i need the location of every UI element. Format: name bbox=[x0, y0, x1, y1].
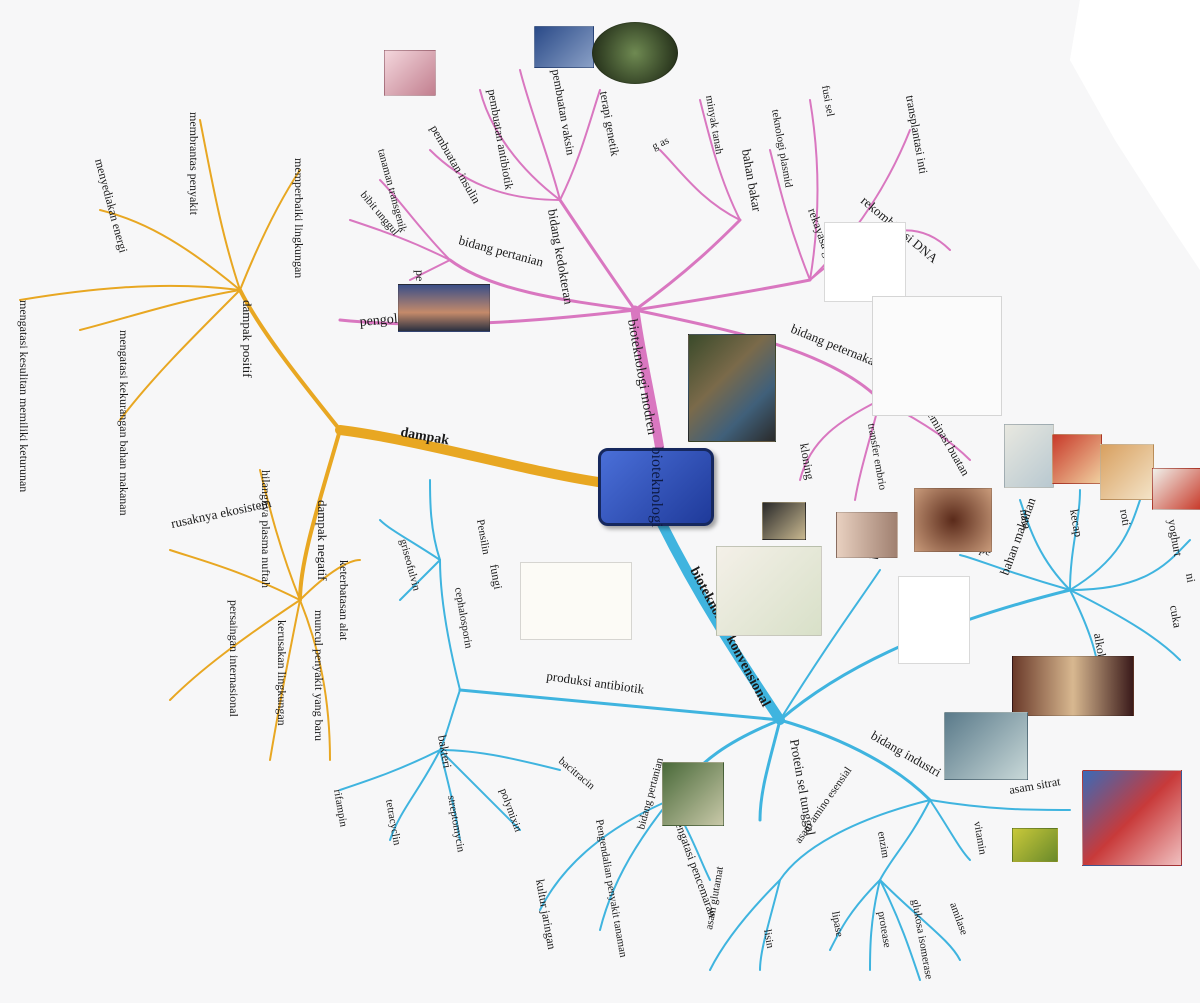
label-bakteri: bakteri bbox=[435, 734, 455, 770]
photo-food-4 bbox=[1152, 468, 1200, 510]
photo-food-2 bbox=[1052, 434, 1102, 484]
photo-industry-lab bbox=[944, 712, 1028, 780]
photo-food-3 bbox=[1100, 444, 1154, 500]
photo-food-1 bbox=[1004, 424, 1054, 488]
photo-embryo-transfer bbox=[836, 512, 898, 558]
label-peternakan-2: kloning bbox=[797, 442, 817, 481]
label-enzim-3: lipase bbox=[829, 910, 845, 937]
label-makanan-5: cuka bbox=[1167, 604, 1185, 629]
label-makanan-3: yoghurt bbox=[1165, 518, 1185, 558]
label-industri-2: enzim bbox=[875, 830, 892, 859]
photo-dna-diagram bbox=[824, 222, 906, 302]
label-makanan-1: kecap bbox=[1067, 508, 1086, 538]
label-peternakan-1: transfer embrio bbox=[865, 422, 889, 491]
photo-cells bbox=[592, 22, 678, 84]
label-bakteri-0: bacitracin bbox=[556, 755, 597, 792]
label-fungi-0: Pensilin bbox=[474, 518, 492, 555]
label-makanan-7: ni bbox=[1183, 572, 1199, 584]
label-bahan-bakar-1: g as bbox=[650, 134, 671, 152]
label-bidang-peternakan: bidang peternakan bbox=[789, 321, 884, 371]
photo-alcohol-products bbox=[1012, 656, 1134, 716]
center-node-bioteknologi: bioteknologi bbox=[598, 446, 714, 528]
label-positif-0: memperbaiki lingkungan bbox=[292, 158, 306, 278]
label-positif-4: mengatasi kesulitan memiliki keturunan bbox=[17, 300, 31, 492]
label-negatif-5: rusaknya ekosistem bbox=[170, 495, 273, 531]
branch-dampak bbox=[19, 119, 603, 761]
label-bakteri-4: rifampin bbox=[331, 788, 349, 828]
photo-plants-tissue bbox=[662, 762, 724, 826]
label-industri-1: vitamin bbox=[971, 820, 989, 856]
photo-vitamin bbox=[1012, 828, 1058, 862]
label-dampak-positif: dampak positif bbox=[240, 300, 255, 378]
label-fungi: fungi bbox=[487, 563, 505, 591]
photo-cattle bbox=[688, 334, 776, 442]
label-enzim-1: glukosa isomerase bbox=[909, 898, 935, 980]
label-rekombinasi-0: teknologi plasmid bbox=[769, 108, 795, 189]
label-negatif-1: keterbatasan alat bbox=[337, 560, 351, 641]
label-positif-3: mengatasi kekurangan bahan makanan bbox=[117, 330, 131, 516]
label-kedokteran-2: pembuatan antibiotik bbox=[485, 88, 516, 191]
label-rekombinasi-1: fusi sel bbox=[819, 84, 836, 117]
label-negatif-0: hilangnya plasma nuftah bbox=[259, 470, 273, 588]
photo-crop-field bbox=[398, 284, 490, 332]
label-fungi-2: cephalosporin bbox=[452, 586, 475, 649]
label-modern: bioteknologi modren bbox=[624, 318, 659, 436]
label-bidang-industri: bidang industri bbox=[869, 728, 945, 780]
label-kedokteran-1: pembuatan vaksin bbox=[549, 68, 578, 156]
photo-syringe bbox=[534, 26, 594, 68]
label-enzim-2: protease bbox=[875, 910, 893, 948]
photo-insemination-diagram bbox=[872, 296, 1002, 416]
label-kedokteran-0: terapi genetik bbox=[597, 90, 622, 157]
center-label: bioteknologi bbox=[648, 446, 665, 528]
photo-vaccine bbox=[384, 50, 436, 96]
photo-citric-acid bbox=[1082, 770, 1182, 866]
label-makanan-0: nata bbox=[1017, 508, 1034, 531]
label-bakteri-3: tetracyclin bbox=[383, 798, 403, 846]
label-bidang-kedokteran: bidang kedokteran bbox=[545, 208, 577, 306]
label-kedokteran-3: pembuatan insulin bbox=[427, 123, 483, 206]
photo-antibiotic-diagram bbox=[716, 546, 822, 636]
label-pertanian-konv-1: Pengendalian penyakit tanaman bbox=[593, 818, 629, 958]
photo-cloned-sheep bbox=[762, 502, 806, 540]
label-pertanian-modern-2: pe bbox=[413, 270, 427, 281]
photo-biogas-diagram bbox=[898, 576, 970, 664]
label-bahan-bakar: bahan bakar bbox=[739, 148, 765, 213]
label-asam-amino-0: lisin bbox=[761, 928, 776, 949]
label-pertanian-konv-2: kultur jaringan bbox=[533, 878, 559, 950]
label-positif-2: menyediakan energi bbox=[92, 157, 131, 255]
label-dampak-negatif: dampak negatif bbox=[315, 500, 330, 581]
photo-tempe bbox=[914, 488, 992, 552]
label-negatif-3: kerusakan lingkungan bbox=[275, 620, 289, 726]
label-makanan-2: roti bbox=[1117, 508, 1134, 527]
label-produksi-antibiotik: produksi antibiotik bbox=[546, 668, 646, 697]
label-negatif-4: persaingan internasional bbox=[227, 600, 241, 718]
label-bakteri-2: streptomycin bbox=[445, 794, 467, 853]
photo-fungi-diagram bbox=[520, 562, 632, 640]
label-enzim-0: amilase bbox=[947, 901, 970, 937]
label-bidang-pertanian-modern: bidang pertanian bbox=[457, 232, 545, 269]
label-negatif-2: muncul penyakit yang baru bbox=[312, 610, 326, 741]
label-positif-1: membrantas penyakit bbox=[187, 112, 201, 216]
